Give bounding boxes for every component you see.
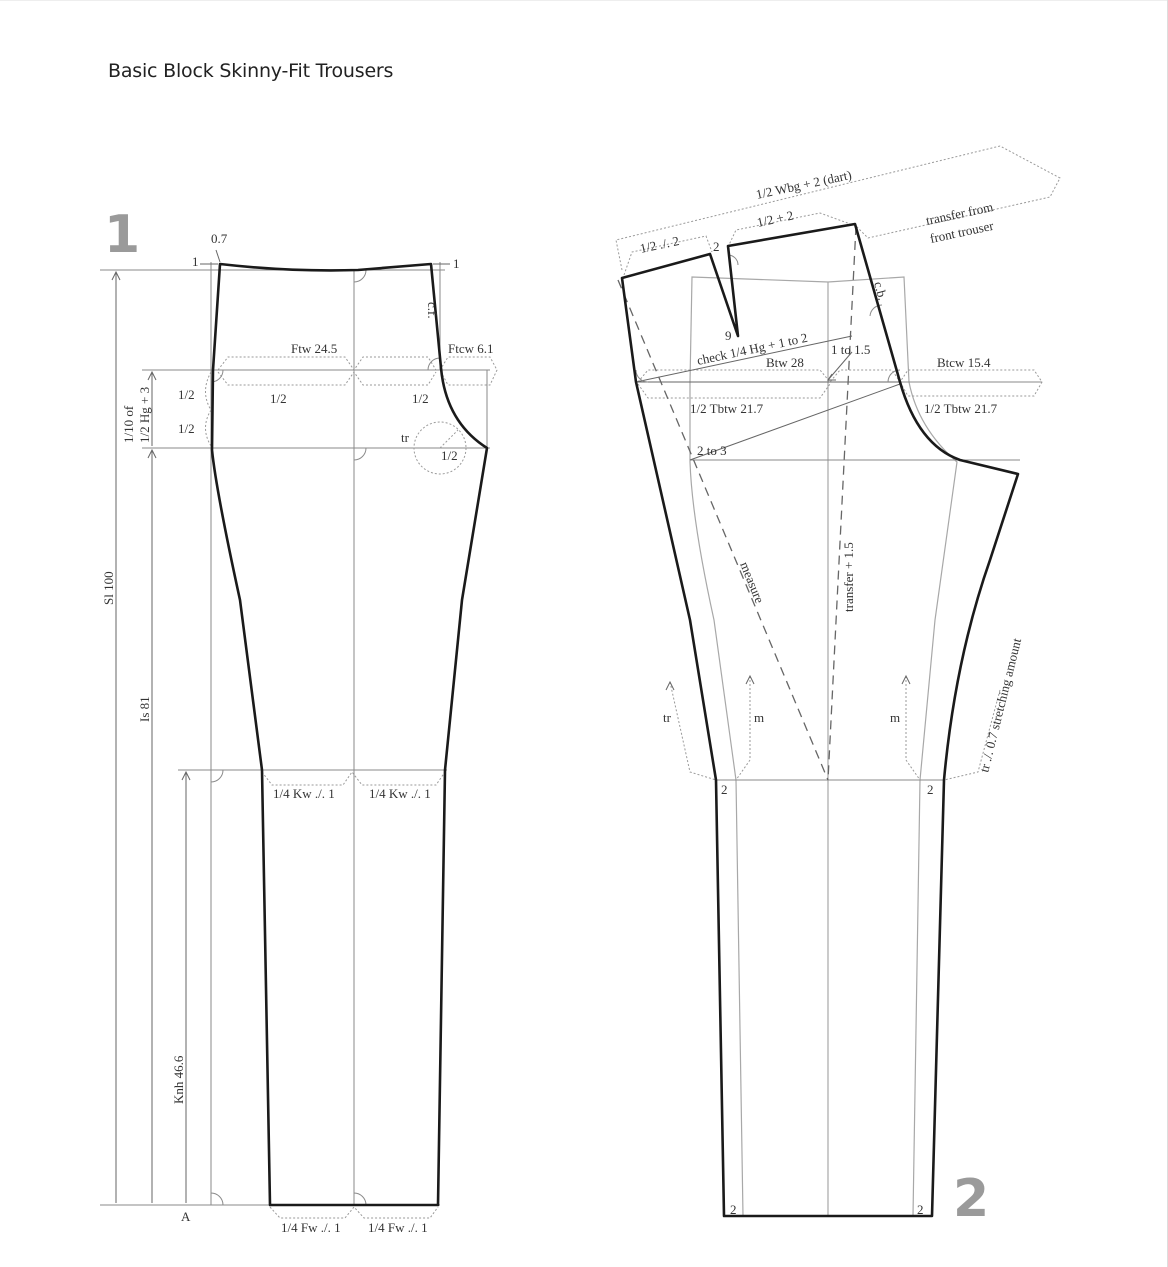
ftw-bracket [217,356,437,371]
fw-bracket [269,1206,439,1219]
label-fw-right: 1/4 Fw ./. 1 [368,1220,428,1235]
right-angle-marker [353,1192,367,1206]
knh-arrow [181,770,191,781]
hip-depth-bracket [205,371,212,447]
label-m-right: m [890,710,900,725]
right-angle-marker [353,447,367,461]
wbg-bracket [615,145,1061,271]
label-tr: tr [401,430,410,445]
label-tbtw-left: 1/2 Tbtw 21.7 [690,401,764,416]
label-btcw: Btcw 15.4 [937,355,991,370]
ftcw-bracket [439,356,498,386]
back-trouser-draft: 2 1 [615,145,1061,1229]
back-trouser-outline [620,222,1020,1218]
tr-arrow-left [665,680,675,691]
measure-dashed-line [617,279,829,781]
right-angle-marker [869,304,883,317]
label-measure: measure [737,560,767,606]
label-half-hip-upper: 1/2 [178,387,195,402]
label-tr-back: tr [663,710,672,725]
label-hip-formula-1: 1/10 of [121,405,136,443]
label-cb: c.b. [871,280,890,302]
page-top-border [0,0,1168,1]
label-half-plus2: 1/2 + 2 [756,208,795,230]
label-kw-left: 1/4 Kw ./. 1 [273,786,335,801]
right-angle-marker [887,369,901,383]
tbtw-diagonal [689,383,901,461]
label-stretch: tr ./. 0.7 stretching amount [976,636,1024,773]
label-hem-left-2: 2 [730,1202,737,1217]
kw-bracket [261,771,446,786]
label-a: A [181,1209,191,1224]
label-transfer-15: transfer + 1.5 [841,542,856,612]
label-hem-right-2: 2 [917,1202,924,1217]
label-one-to-15: 1 to 1.5 [831,342,870,357]
half-minus2-bracket [623,235,713,276]
is-arrow [147,448,157,459]
diagram-number-1: 1 [104,205,140,265]
m-guide-right [905,676,921,781]
label-cf-step-right: 1 [453,256,460,271]
label-dart-2: 2 [713,239,720,254]
front-trouser-draft: 1 [100,205,498,1235]
m-arrow-right [901,674,911,685]
label-half-crotch: 1/2 [441,448,458,463]
label-two-to-3: 2 to 3 [697,443,727,458]
btw-bracket [637,369,1043,397]
label-half-right: 1/2 [412,391,429,406]
label-is: Is 81 [137,696,152,722]
label-half-left: 1/2 [270,391,287,406]
label-hip-formula-2: 1/2 Hg + 3 [137,387,152,443]
label-fw-left: 1/4 Fw ./. 1 [281,1220,341,1235]
label-sl: Sl 100 [101,571,116,605]
right-angle-marker [353,269,367,283]
label-knee-right-2: 2 [927,782,934,797]
label-cf: c.f. [425,302,440,319]
arrow-head [827,373,836,381]
right-angle-marker [210,1192,224,1206]
right-angle-marker [635,369,649,383]
tr-guide-left [669,681,717,781]
tr-guide-right [943,689,1001,781]
m-guide-left [735,676,751,781]
label-nine: 9 [725,328,732,343]
label-btw: Btw 28 [766,355,804,370]
label-cf-step-left: 1 [192,254,199,269]
sl-arrow [111,270,121,281]
label-knh: Knh 46.6 [171,1055,186,1104]
label-ftw: Ftw 24.5 [291,341,337,356]
check-line [635,335,853,383]
label-half-minus2: 1/2 ./. 2 [639,233,681,256]
label-waist-offset: 0.7 [211,231,228,246]
label-tbtw-right: 1/2 Tbtw 21.7 [924,401,998,416]
transfer-dashed-line [827,225,857,781]
label-half-hip-lower: 1/2 [178,421,195,436]
tbtw-bracket [637,383,831,399]
front-block-underlay [689,276,958,1217]
label-kw-right: 1/4 Kw ./. 1 [369,786,431,801]
hip-depth-arrow [147,370,157,381]
m-arrow-left [745,674,755,685]
hip-half-bracket [217,371,437,386]
label-wbg: 1/2 Wbg + 2 (dart) [755,167,853,202]
page-title: Basic Block Skinny-Fit Trousers [108,60,394,82]
right-angle-marker [427,357,441,371]
label-knee-left-2: 2 [721,782,728,797]
right-angle-marker [210,769,224,783]
label-ftcw: Ftcw 6.1 [448,341,494,356]
crotch-curve-guide [413,421,467,475]
diagram-number-2: 2 [953,1169,989,1229]
one-to-15-arrow [827,351,853,381]
half-plus2-bracket [727,212,854,248]
label-m-left: m [754,710,764,725]
crotch-curve-diagonal [439,429,459,449]
front-trouser-outline [210,262,489,1207]
offset-arrow [215,249,221,263]
